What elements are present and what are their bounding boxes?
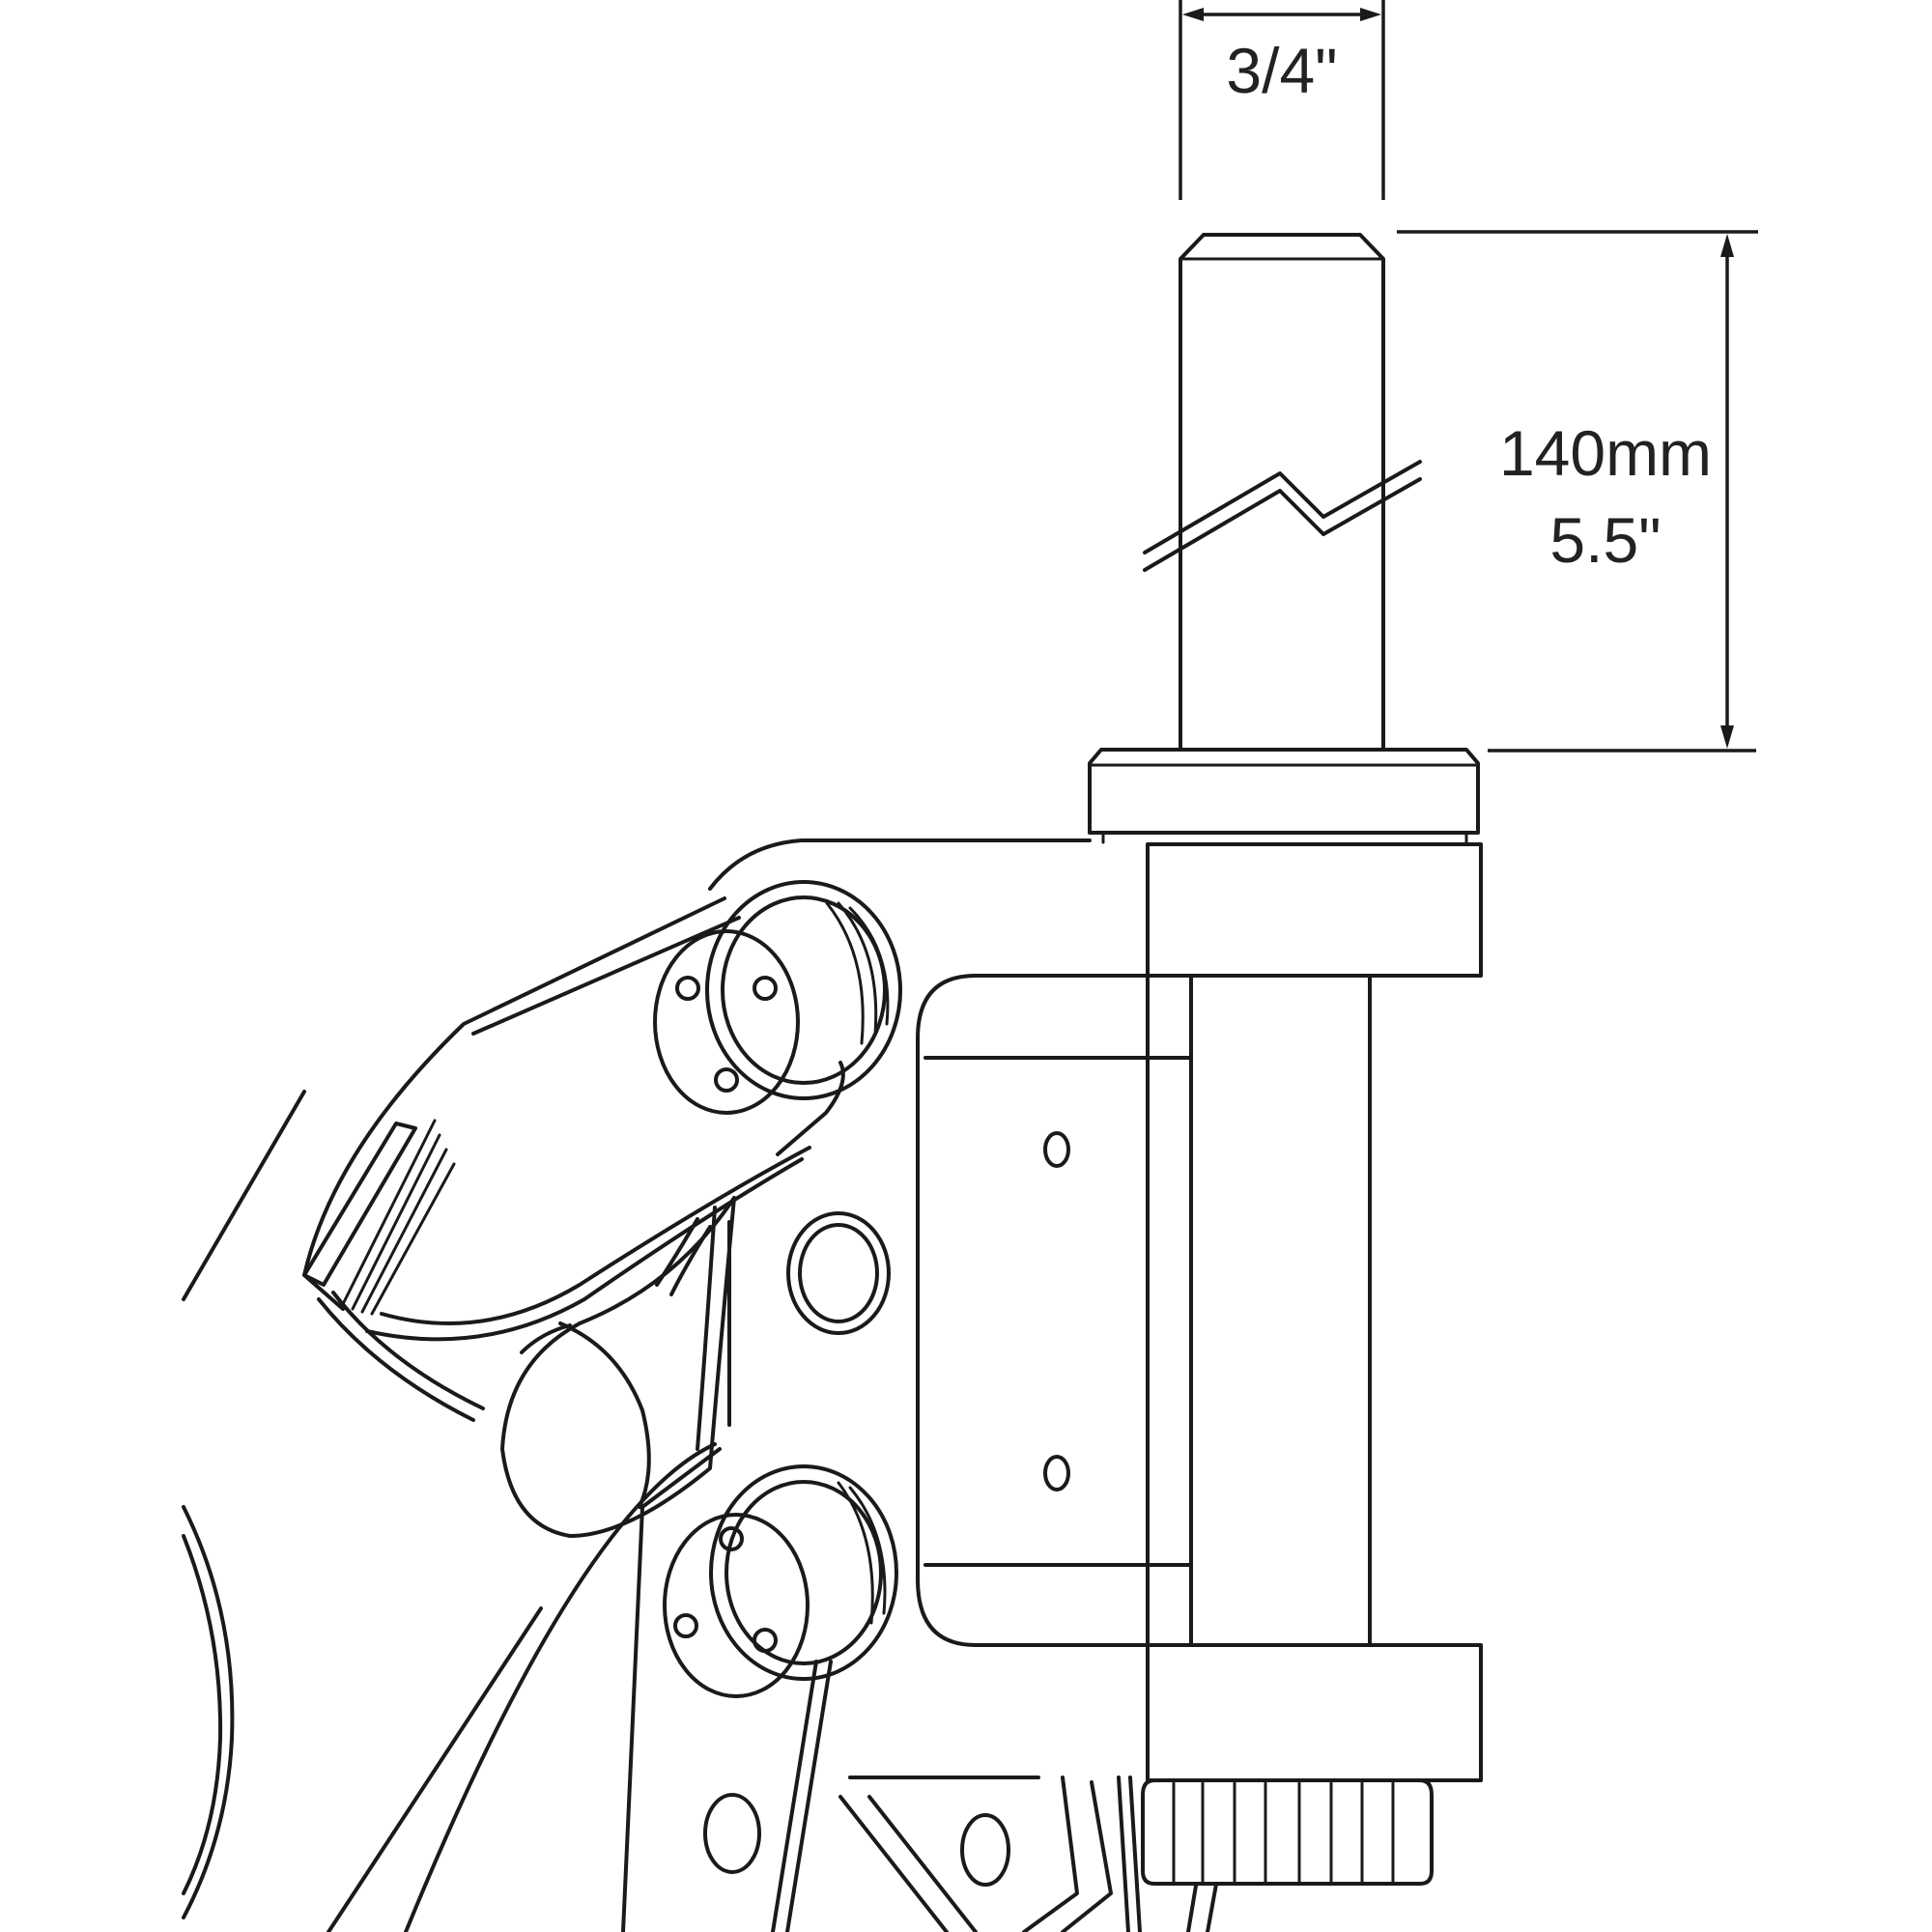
washer-body (1088, 748, 1480, 835)
body-top-edge (708, 838, 1092, 891)
left-housing-curve-inner (182, 1534, 223, 1895)
lower-arm-hole (703, 1793, 761, 1874)
lower-cap-bolt-2 (673, 1613, 698, 1638)
lower-arm-pivot (663, 1464, 898, 1698)
width-arrowhead-left (1182, 8, 1204, 21)
upper-arm-top-inner (471, 916, 741, 1036)
length-label-metric: 140mm (1499, 417, 1712, 489)
lower-link-bracket (1022, 1776, 1113, 1932)
lower-link-hole (960, 1813, 1010, 1887)
side-plate-hole-inner (798, 1223, 879, 1323)
upper-pivot-coil-2 (837, 901, 878, 1036)
upper-pivot-ring-outer (705, 880, 902, 1100)
lower-cap-bolt-1 (719, 1526, 744, 1551)
roller-side (696, 1206, 717, 1451)
leaf-plate-outline (916, 974, 1150, 1647)
lower-pivot-coil-2 (837, 1481, 874, 1625)
width-dimension: 3/4" (1179, 0, 1385, 200)
leaf-screw-hole-upper (1043, 1131, 1070, 1168)
roller-seam (558, 1321, 651, 1509)
upper-pivot-cap (653, 929, 800, 1115)
upper-arm-tip (776, 1061, 845, 1156)
left-housing (182, 1090, 543, 1932)
pin-break-line-upper (1143, 460, 1422, 554)
upper-cap-bolt-3 (714, 1067, 739, 1093)
roller-nose (520, 1323, 572, 1354)
left-housing-edge-lower (327, 1606, 543, 1932)
length-dimension: 140mm 5.5" (1397, 230, 1758, 753)
upper-pivot-coil-1 (848, 906, 890, 1026)
lower-arm-outer-edge (404, 1442, 717, 1932)
width-arrowhead-right (1360, 8, 1381, 21)
upper-pivot-ring-inner (721, 895, 887, 1085)
upper-arm-lower-curve (317, 1297, 475, 1422)
knurled-adjuster-nut (1141, 1778, 1434, 1886)
length-label-imperial: 5.5" (1549, 504, 1661, 576)
length-arrowhead-bottom (1720, 725, 1734, 749)
upper-cap-bolt-1 (675, 976, 700, 1001)
lower-knuckle-block (1146, 1643, 1483, 1782)
lower-link-stem (1117, 1776, 1142, 1932)
upper-arm-bottom-edge (380, 1146, 811, 1325)
lower-link-diagonal (838, 1795, 978, 1932)
upper-arm-top-edge (302, 896, 726, 1311)
pin-break-line-lower (1143, 477, 1422, 572)
upper-arm-bottom-inner (365, 1157, 804, 1342)
hinge-pin (1143, 233, 1422, 755)
leaf-screw-hole-lower (1043, 1455, 1070, 1492)
roller-body (500, 1196, 736, 1538)
roller (500, 1196, 736, 1538)
width-label: 3/4" (1226, 35, 1337, 106)
lower-pivot-cap (663, 1513, 810, 1698)
lower-pivot-ring-outer (709, 1464, 898, 1681)
length-arrowhead-top (1720, 234, 1734, 257)
upper-arm-spring-coil (341, 1119, 437, 1306)
upper-pivot-coil-3 (825, 901, 865, 1045)
upper-arm-spring-hatch (351, 1133, 456, 1316)
lower-arm-mid-edge (621, 1447, 722, 1932)
lower-pivot-coil-1 (848, 1486, 887, 1615)
upper-arm-spring-strip (302, 1122, 417, 1287)
upper-arm-pivot (653, 880, 902, 1115)
upper-knuckle-block (1146, 842, 1483, 978)
lower-arm (404, 1442, 1219, 1932)
upper-arm-lower-curve-inner (331, 1291, 485, 1410)
lower-cap-bolt-3 (753, 1628, 778, 1653)
lower-pivot-ring-inner (724, 1480, 883, 1665)
upper-cap-bolt-2 (753, 976, 778, 1001)
upper-arm (302, 896, 845, 1422)
lower-arm-inner-edge (785, 1660, 833, 1932)
side-plate-hole-outer (786, 1211, 891, 1335)
nut-body (1141, 1778, 1434, 1886)
hinge-body (708, 838, 1483, 1782)
lower-arm-inner-edge-2 (771, 1660, 818, 1932)
left-housing-edge-upper (182, 1090, 306, 1301)
left-housing-curve-outer (182, 1505, 235, 1919)
pin-shaft (1179, 233, 1385, 755)
pin-washer (1088, 748, 1480, 844)
